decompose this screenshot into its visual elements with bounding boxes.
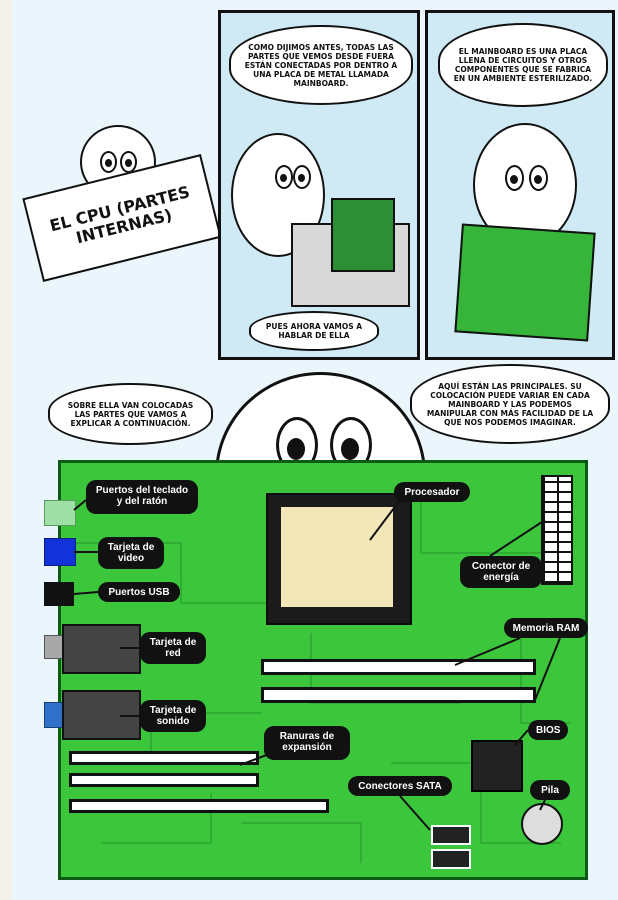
processor-chip (281, 507, 393, 607)
label-bios: BIOS (528, 720, 568, 740)
label-ram: Memoria RAM (504, 618, 588, 638)
expansion-slot-2 (69, 773, 259, 787)
port-usb (44, 582, 74, 606)
port-sound (44, 702, 64, 728)
power-connector (541, 475, 573, 585)
ram-slot-2 (261, 687, 536, 703)
sata-connector-1 (431, 825, 471, 845)
label-keyboard-mouse-ports: Puertos del teclado y del ratón (86, 480, 198, 514)
battery-icon (521, 803, 563, 845)
speech-bubble-right: Aquí están las principales. Su colocació… (410, 364, 610, 444)
eye-icon (275, 165, 293, 189)
port-keyboard-mouse (44, 500, 76, 526)
eye-icon (505, 165, 524, 191)
label-usb-ports: Puertos USB (98, 582, 180, 602)
label-battery: Pila (530, 780, 570, 800)
sound-card-block (62, 690, 141, 740)
bios-chip (471, 740, 523, 792)
sata-connector-2 (431, 849, 471, 869)
expansion-slot-3 (69, 799, 329, 813)
ram-slot-1 (261, 659, 536, 675)
expansion-slot-1 (69, 751, 259, 765)
panel-2: Como dijimos antes, todas las partes que… (218, 10, 420, 360)
label-sound-card: Tarjeta de sonido (140, 700, 206, 732)
panel-3-speech-bubble: El mainboard es una placa llena de circu… (438, 23, 608, 107)
label-video-card: Tarjeta de video (98, 537, 164, 569)
label-power-connector: Conector de energía (460, 556, 542, 588)
motherboard (58, 460, 588, 880)
network-card-block (62, 624, 141, 674)
panel-2-speech-bubble-top: Como dijimos antes, todas las partes que… (229, 25, 413, 105)
eye-right-icon (120, 151, 137, 173)
port-network (44, 635, 64, 659)
panel-1-character-head (80, 125, 156, 199)
port-video (44, 538, 76, 566)
label-expansion-slots: Ranuras de expansión (264, 726, 350, 760)
eye-icon (529, 165, 548, 191)
speech-bubble-left: Sobre ella van colocadas las partes que … (48, 383, 213, 445)
label-network-card: Tarjeta de red (140, 632, 206, 664)
label-processor: Procesador (394, 482, 470, 502)
eye-left-icon (100, 151, 117, 173)
held-mainboard-icon (454, 223, 596, 342)
panel-2-speech-bubble-bottom: Pues ahora vamos a hablar de ella (249, 311, 379, 351)
panel-3: El mainboard es una placa llena de circu… (425, 10, 615, 360)
label-sata-connectors: Conectores SATA (348, 776, 452, 796)
mainboard-in-case-icon (331, 198, 395, 272)
eye-icon (293, 165, 311, 189)
